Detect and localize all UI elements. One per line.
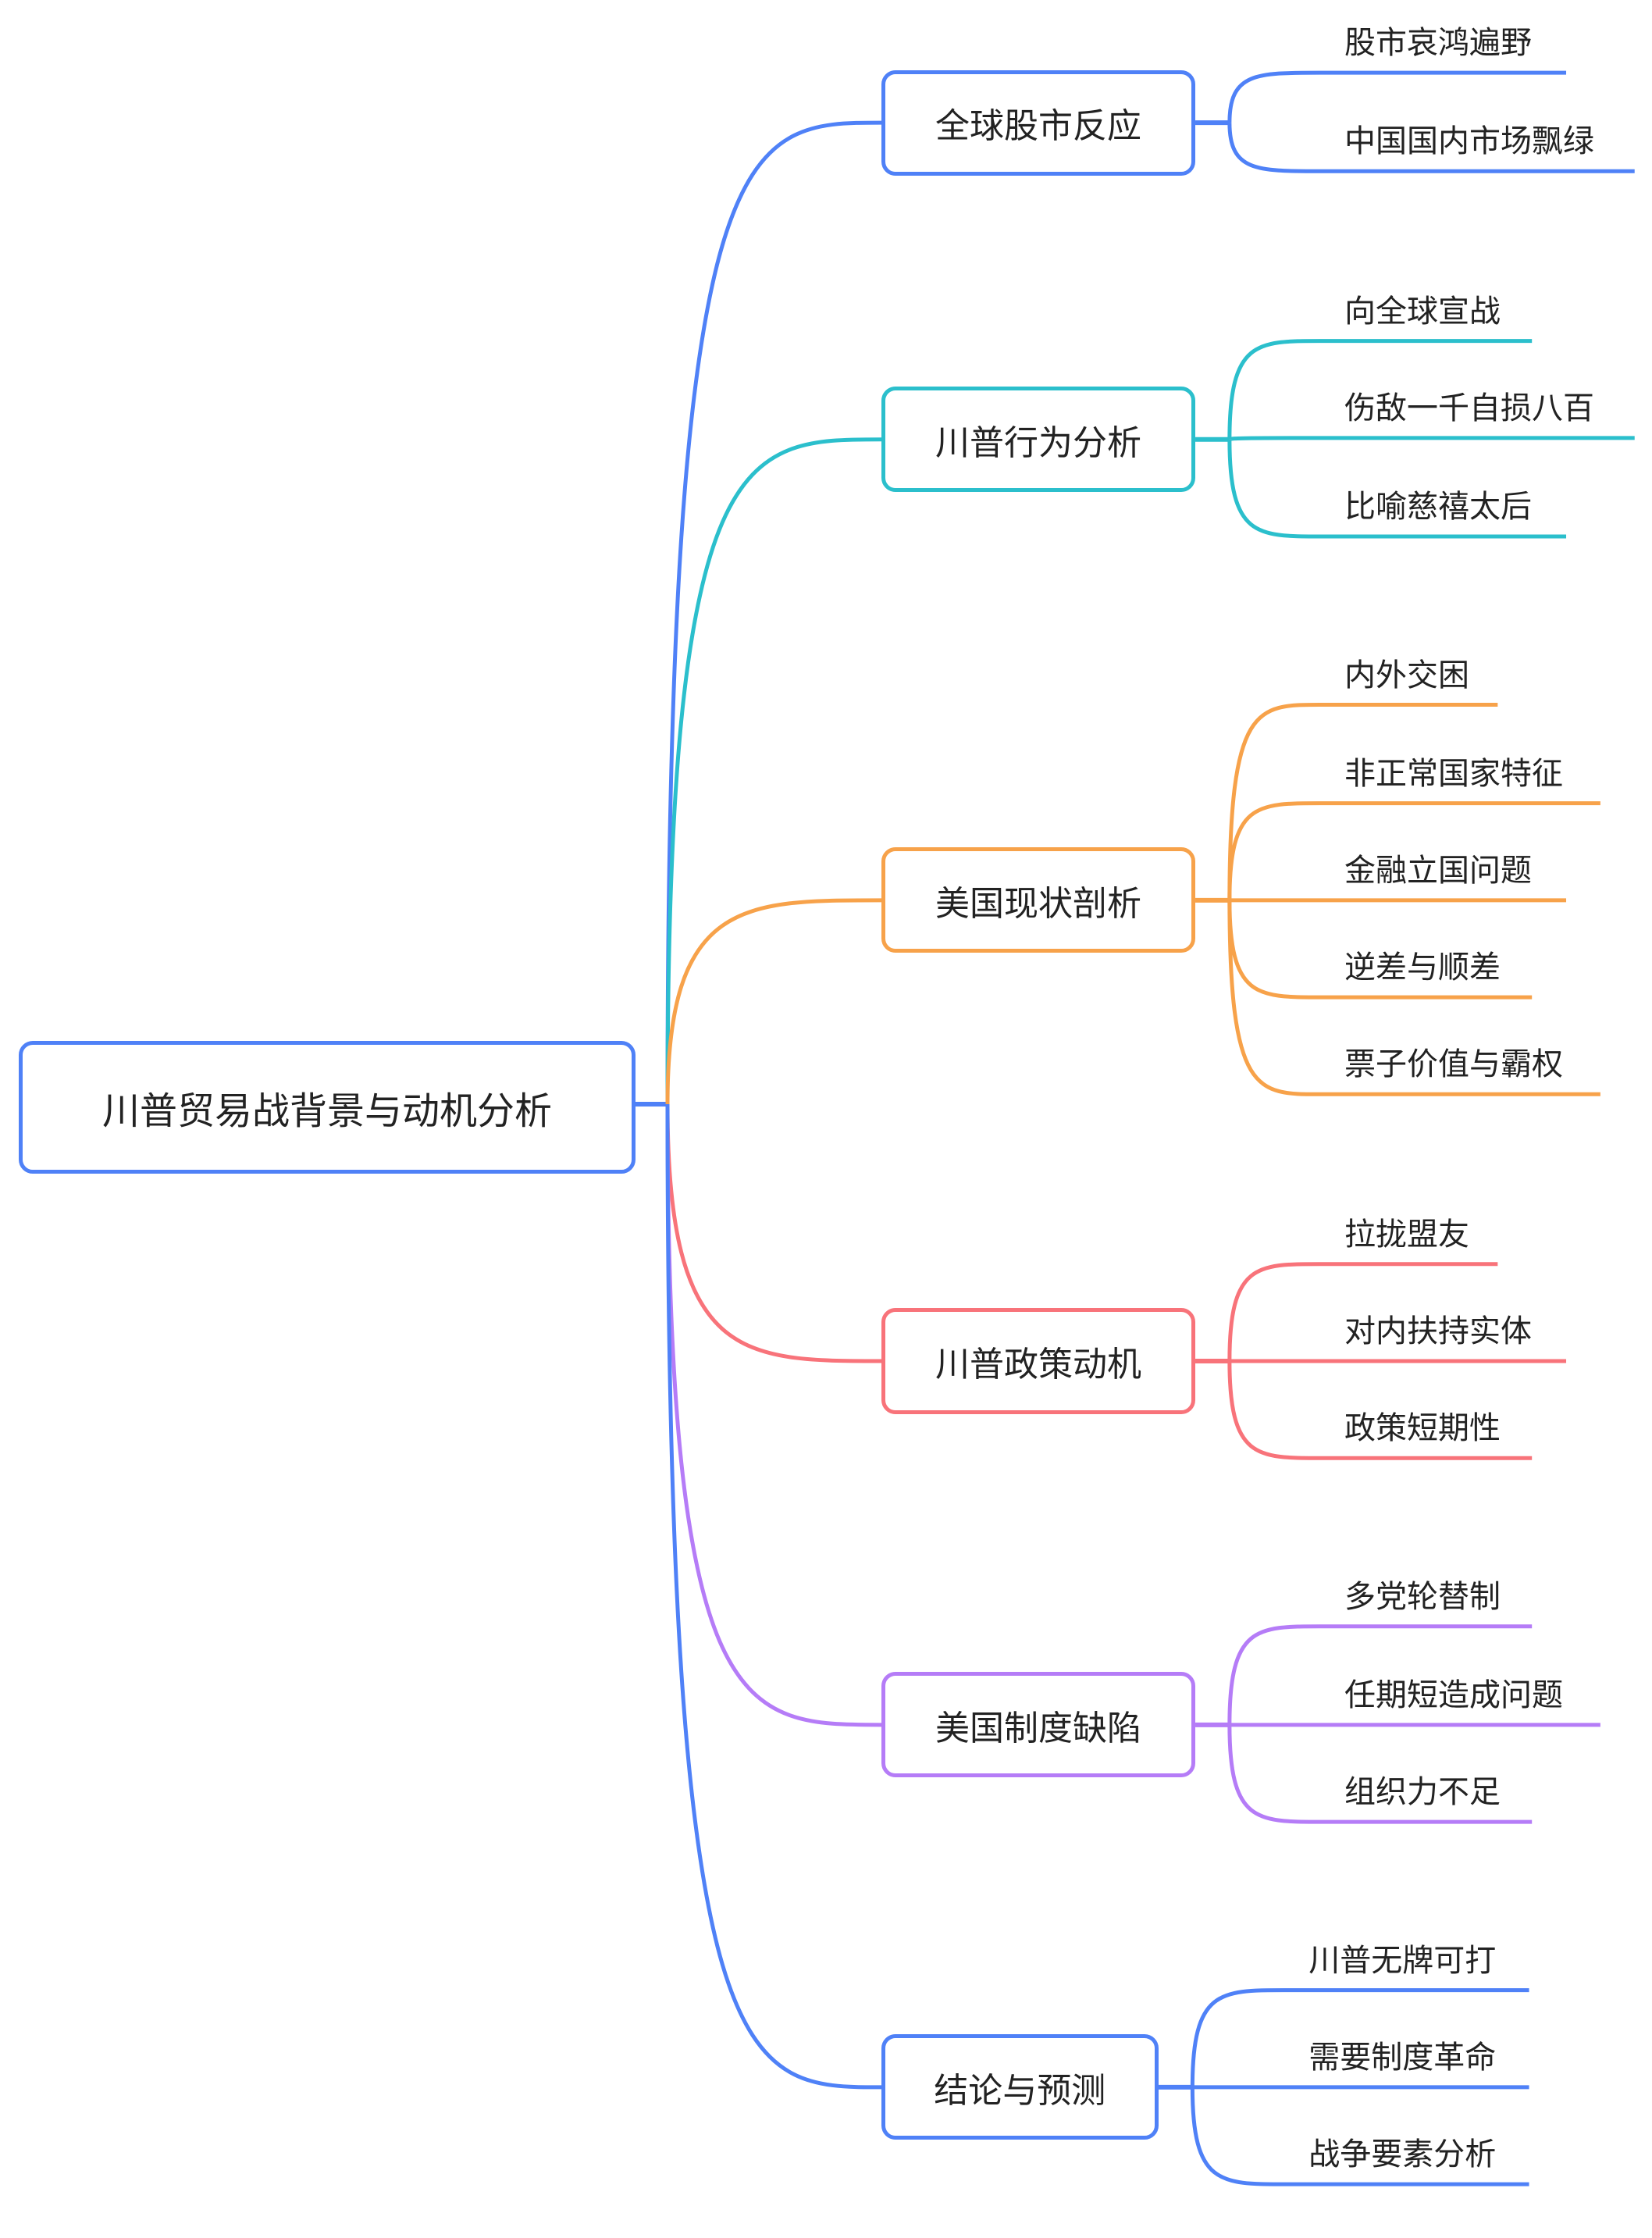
child-node[interactable]: 票子价值与霸权 xyxy=(1344,1046,1563,1083)
child-node[interactable]: 非正常国家特征 xyxy=(1344,755,1563,792)
branch-connector xyxy=(665,1103,882,2090)
branch-node[interactable]: 川普政策动机 xyxy=(881,1308,1196,1414)
branch-label: 全球股市反应 xyxy=(935,106,1142,147)
child-connector xyxy=(1227,70,1567,123)
child-connector xyxy=(1227,339,1533,440)
child-node[interactable]: 拉拢盟友 xyxy=(1344,1216,1469,1253)
child-node[interactable]: 对内扶持实体 xyxy=(1344,1313,1532,1349)
child-connector xyxy=(1227,900,1600,1096)
root-label: 川普贸易战背景与动机分析 xyxy=(101,1089,552,1133)
child-node[interactable]: 战争要素分析 xyxy=(1308,2136,1497,2173)
branch-node[interactable]: 川普行为分析 xyxy=(881,387,1196,493)
child-connector xyxy=(1227,1360,1533,1460)
branch-label: 美国现状剖析 xyxy=(935,883,1142,924)
root-node[interactable]: 川普贸易战背景与动机分析 xyxy=(19,1041,636,1174)
child-node[interactable]: 向全球宣战 xyxy=(1344,293,1501,330)
branch-connector xyxy=(665,898,882,1105)
child-node[interactable]: 中国国内市场飘绿 xyxy=(1344,123,1594,160)
child-connector xyxy=(1227,439,1567,539)
child-connector xyxy=(1227,436,1635,442)
child-node[interactable]: 多党轮替制 xyxy=(1344,1578,1501,1615)
branch-node[interactable]: 结论与预测 xyxy=(881,2034,1159,2140)
branch-node[interactable]: 美国现状剖析 xyxy=(881,847,1196,953)
branch-connector xyxy=(665,1103,882,1363)
branch-label: 川普行为分析 xyxy=(935,422,1142,463)
branch-connector xyxy=(665,437,882,1105)
child-connector xyxy=(1227,1624,1533,1725)
branch-node[interactable]: 美国制度缺陷 xyxy=(881,1672,1196,1778)
child-node[interactable]: 政策短期性 xyxy=(1344,1410,1501,1447)
child-connector xyxy=(1227,801,1600,900)
branch-connector xyxy=(665,120,882,1105)
child-connector xyxy=(1227,703,1498,900)
child-node[interactable]: 任期短造成问题 xyxy=(1344,1677,1563,1713)
branch-label: 结论与预测 xyxy=(934,2070,1106,2111)
branch-label: 川普政策动机 xyxy=(935,1344,1142,1384)
child-connector xyxy=(1227,1262,1498,1361)
branch-node[interactable]: 全球股市反应 xyxy=(881,69,1196,176)
child-node[interactable]: 金融立国问题 xyxy=(1344,852,1532,889)
branch-label: 美国制度缺陷 xyxy=(935,1708,1142,1748)
child-node[interactable]: 内外交困 xyxy=(1344,657,1469,693)
child-connector xyxy=(1227,123,1635,173)
child-node[interactable]: 伤敌一千自损八百 xyxy=(1344,390,1594,426)
child-node[interactable]: 比喻慈禧太后 xyxy=(1344,488,1532,525)
child-node[interactable]: 需要制度革命 xyxy=(1308,2039,1497,2076)
child-node[interactable]: 组织力不足 xyxy=(1344,1774,1501,1811)
child-connector xyxy=(1227,1724,1533,1824)
child-connector xyxy=(1190,1988,1529,2087)
branch-connector xyxy=(665,1103,882,1727)
child-node[interactable]: 川普无牌可打 xyxy=(1308,1942,1497,1979)
child-node[interactable]: 股市哀鸿遍野 xyxy=(1344,25,1532,62)
child-node[interactable]: 逆差与顺差 xyxy=(1344,950,1501,986)
child-connector xyxy=(1190,2087,1529,2186)
